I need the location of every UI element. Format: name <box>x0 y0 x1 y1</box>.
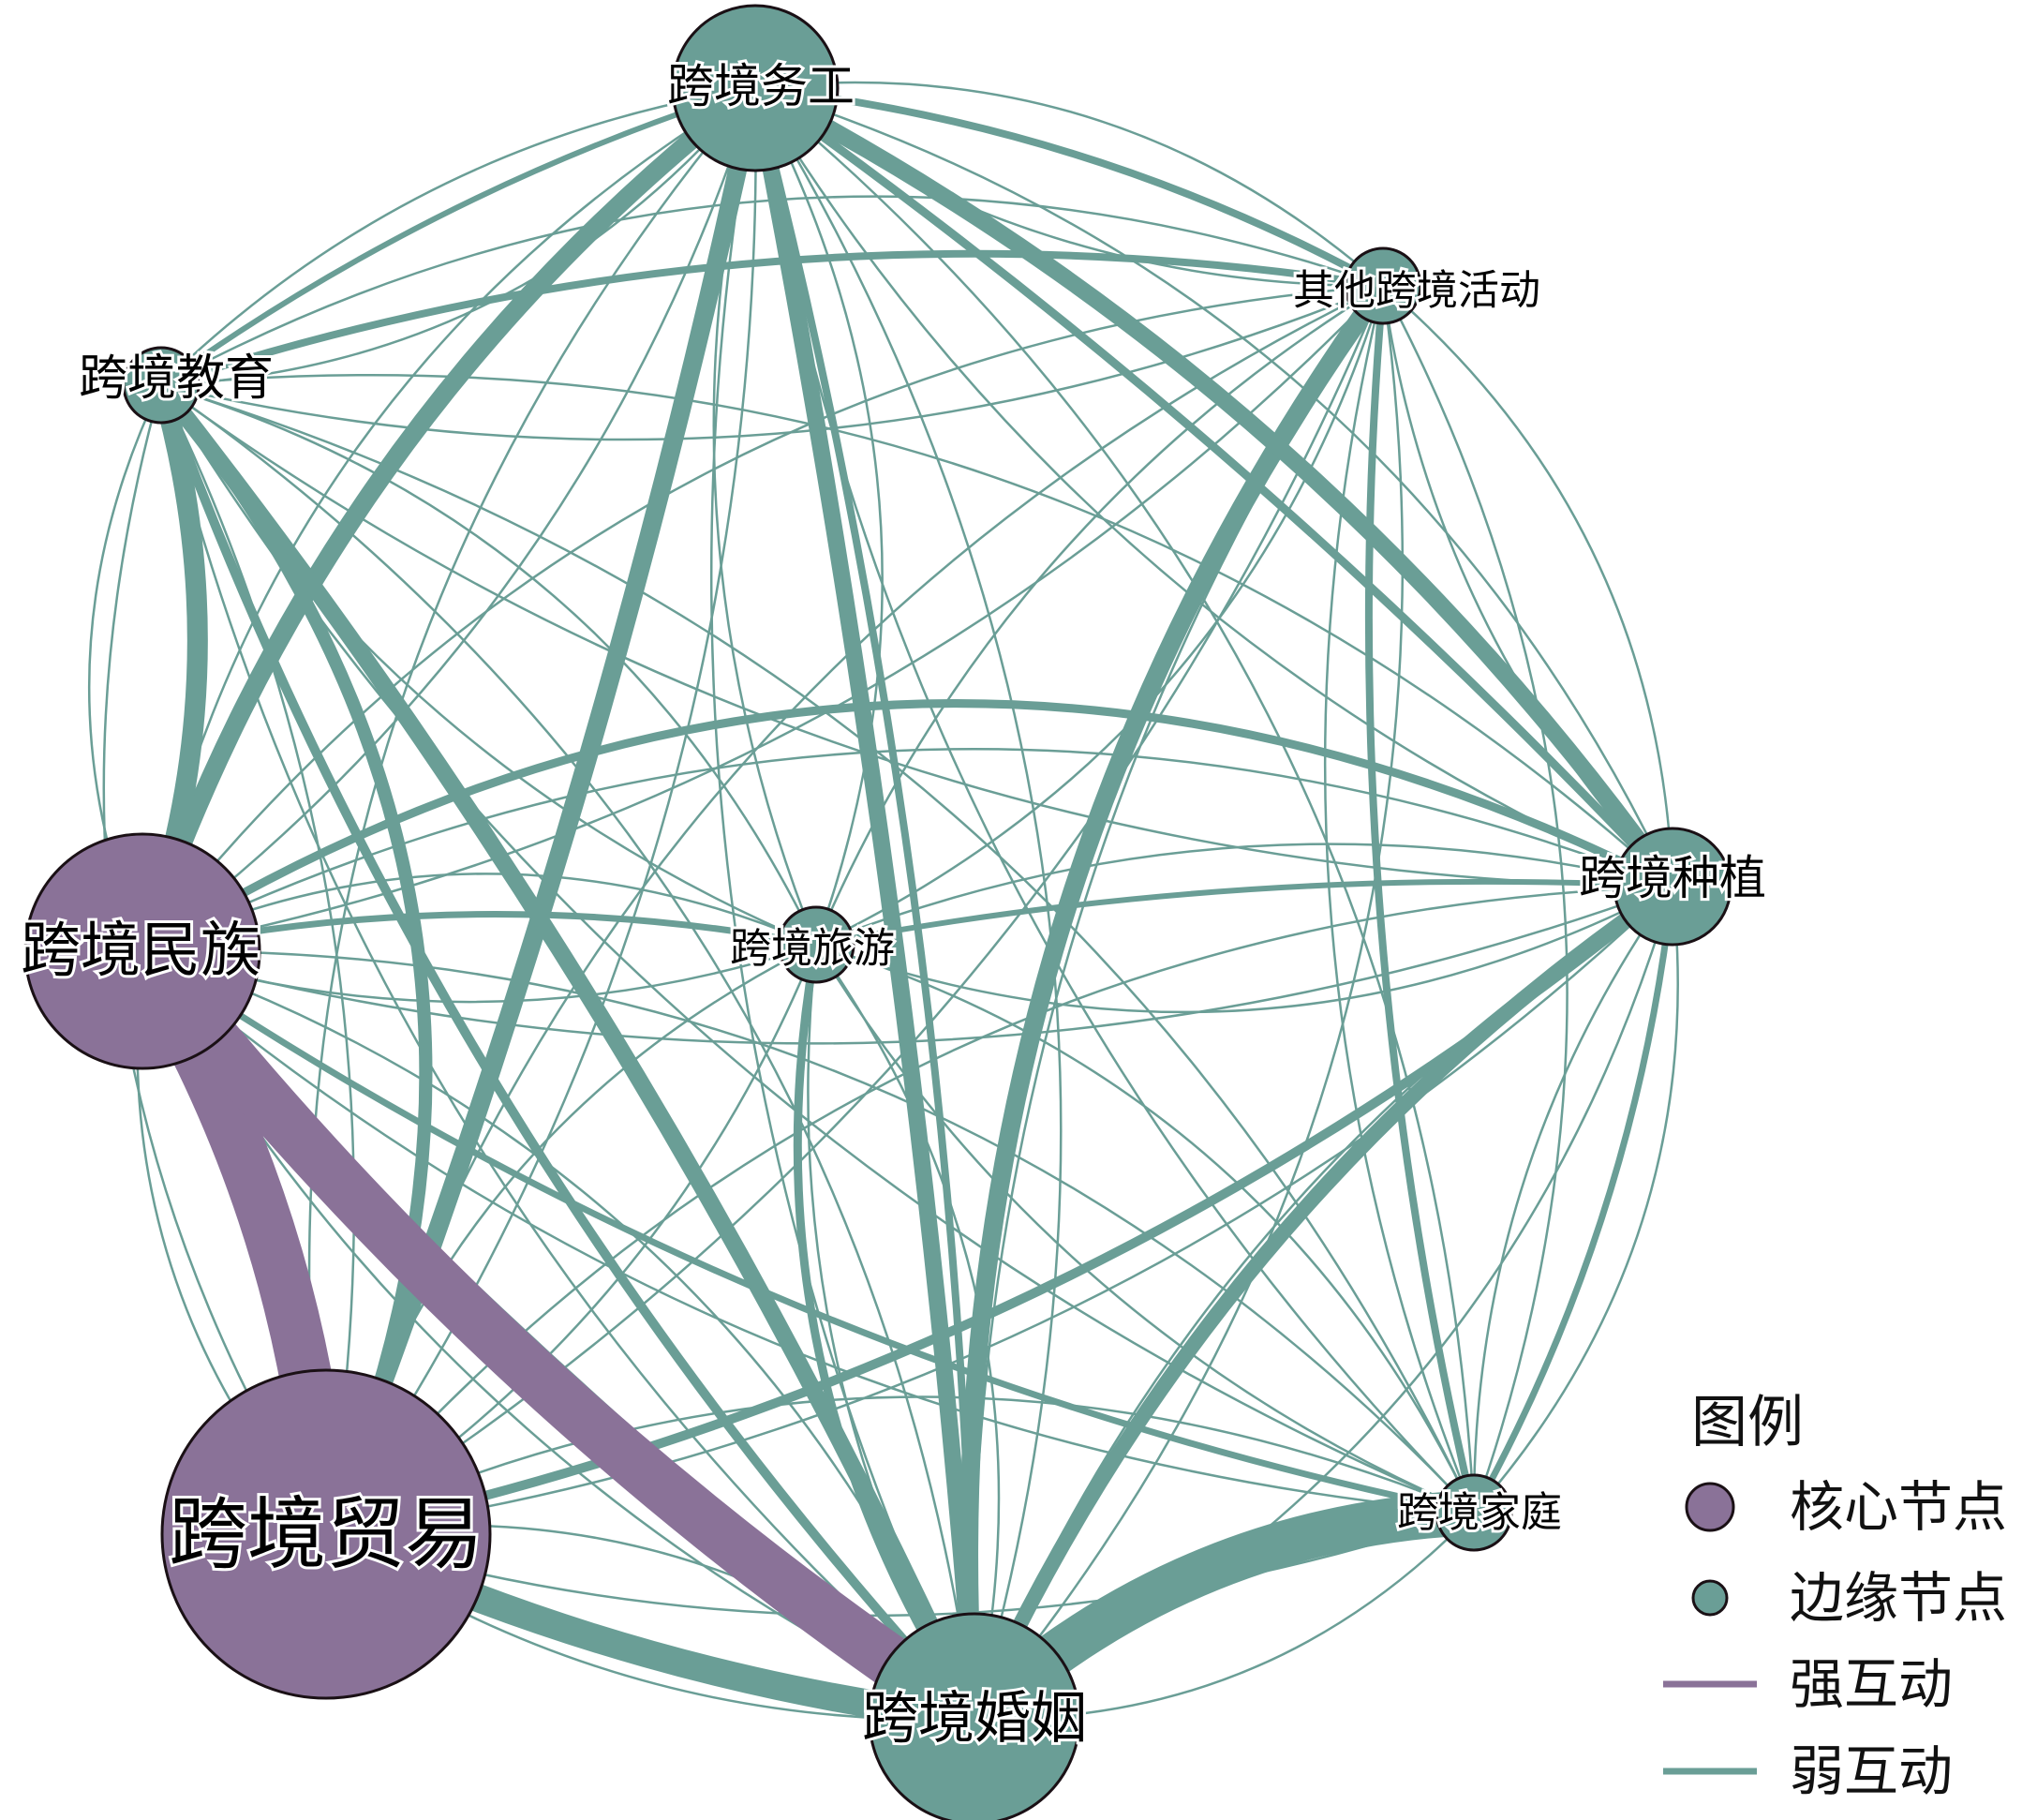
edge-medium-ethnic-plant <box>138 699 1677 956</box>
edge-thin-alt-edu-tour <box>159 383 818 947</box>
edge-thin-alt-edu-other <box>159 195 1385 387</box>
edge-thin-alt-edu-family <box>159 383 1476 1514</box>
node-marriage <box>868 1612 1081 1820</box>
legend-title: 图例 <box>1691 1390 1804 1455</box>
node-label-trade: 跨境贸易 <box>169 1488 483 1580</box>
nodes-layer <box>23 4 1732 1820</box>
edge-thin-alt-other-plant <box>1381 284 1674 888</box>
edge-thin-plant-tour <box>814 843 1674 947</box>
edge-thick-trade-edu <box>155 379 433 1541</box>
edge-thick-labor-marriage <box>747 80 983 1727</box>
node-family <box>1435 1473 1513 1552</box>
legend-edge-label: 边缘节点 <box>1790 1566 2007 1630</box>
node-ethnic <box>23 832 261 1070</box>
edge-thin-alt-plant-family <box>1472 885 1679 1514</box>
node-label-other: 其他跨境活动 <box>1293 267 1540 315</box>
edge-medium-tour-marriage <box>793 940 979 1723</box>
edge-thin-alt-labor-other <box>753 81 1385 288</box>
edge-thin-edu-marriage <box>159 383 976 1721</box>
edge-thin-alt-edu-plant <box>159 374 1674 888</box>
edge-medium-edu-marriage <box>156 380 979 1723</box>
node-tour <box>777 905 855 984</box>
node-edu <box>122 346 201 425</box>
edge-thin-tour-family <box>814 943 1476 1514</box>
edge-thin-labor-marriage <box>710 86 976 1721</box>
edge-thin-ethnic-labor <box>141 86 757 953</box>
edge-thin-alt-edu-marriage <box>159 383 976 1721</box>
node-label-family: 跨境家庭 <box>1397 1489 1562 1537</box>
edge-medium-edu-labor <box>158 85 758 388</box>
edge-thin-alt-plant-tour <box>814 885 1674 1014</box>
legend-core-swatch <box>1685 1482 1735 1532</box>
edge-thick-other-marriage <box>959 276 1392 1728</box>
edge-thin-edu-other <box>159 284 1385 441</box>
edge-medium-labor-other <box>751 84 1387 290</box>
node-plant <box>1613 827 1732 947</box>
edge-thin-ethnic-other <box>141 284 1385 953</box>
node-label-edu: 跨境教育 <box>79 351 274 407</box>
legend-weak-label: 弱互动 <box>1790 1739 1953 1803</box>
edge-medium-other-family <box>1364 282 1478 1516</box>
edge-thin-alt-other-marriage <box>973 284 1405 1721</box>
edge-strong-ethnic-marriage <box>116 925 1001 1745</box>
node-label-marriage: 跨境婚姻 <box>862 1686 1087 1752</box>
legend: 图例 核心节点 边缘节点 强互动 弱互动 <box>1663 1390 2007 1803</box>
edge-thin-alt-labor-tour <box>753 86 884 947</box>
node-label-plant: 跨境种植 <box>1579 851 1766 905</box>
edge-thin-trade-edu <box>159 383 356 1536</box>
legend-edge-swatch <box>1691 1579 1729 1617</box>
node-trade <box>160 1368 492 1700</box>
edge-thin-labor-edu <box>159 86 757 387</box>
edge-thick-labor-ethnic <box>133 79 765 961</box>
edge-medium-labor-plant <box>751 83 1677 891</box>
edge-thin-other-family <box>1323 284 1476 1514</box>
edge-thin-plant-family <box>1472 885 1674 1514</box>
node-label-ethnic: 跨境民族 <box>21 917 260 986</box>
legend-core-label: 核心节点 <box>1790 1475 2007 1539</box>
edge-thin-alt-labor-family <box>753 86 1476 1514</box>
edge-thin-labor-plant <box>753 86 1674 888</box>
legend-strong-label: 强互动 <box>1790 1652 1953 1716</box>
edge-thin-ethnic-family <box>141 949 1476 1514</box>
edge-thick-plant-marriage <box>967 879 1680 1726</box>
edge-thin-alt-tour-family <box>814 943 1476 1514</box>
edge-thick-labor-plant <box>747 80 1681 895</box>
edge-medium-ethnic-family <box>139 947 1478 1516</box>
edge-thick-edu-marriage <box>153 377 983 1727</box>
node-labor <box>671 4 840 172</box>
edge-medium-tour-plant <box>813 878 1675 947</box>
edge-thin-alt-labor-plant <box>753 86 1674 888</box>
node-other <box>1344 246 1422 325</box>
node-label-labor: 跨境务工 <box>667 59 855 113</box>
node-label-tour: 跨境旅游 <box>730 925 895 973</box>
edge-thin-trade-family <box>324 1511 1476 1618</box>
edge-thick-labor-trade <box>317 79 765 1544</box>
edge-thin-alt-other-tour <box>814 284 1385 947</box>
edge-thin-alt-other-family <box>1381 284 1569 1514</box>
edge-medium-plant-family <box>1470 883 1676 1516</box>
edge-medium-edu-other <box>157 249 1387 389</box>
edge-thin-alt-trade-family <box>324 1395 1476 1536</box>
edge-thin-alt-labor-marriage <box>753 86 1063 1721</box>
edge-thin-trade-labor <box>324 86 757 1536</box>
